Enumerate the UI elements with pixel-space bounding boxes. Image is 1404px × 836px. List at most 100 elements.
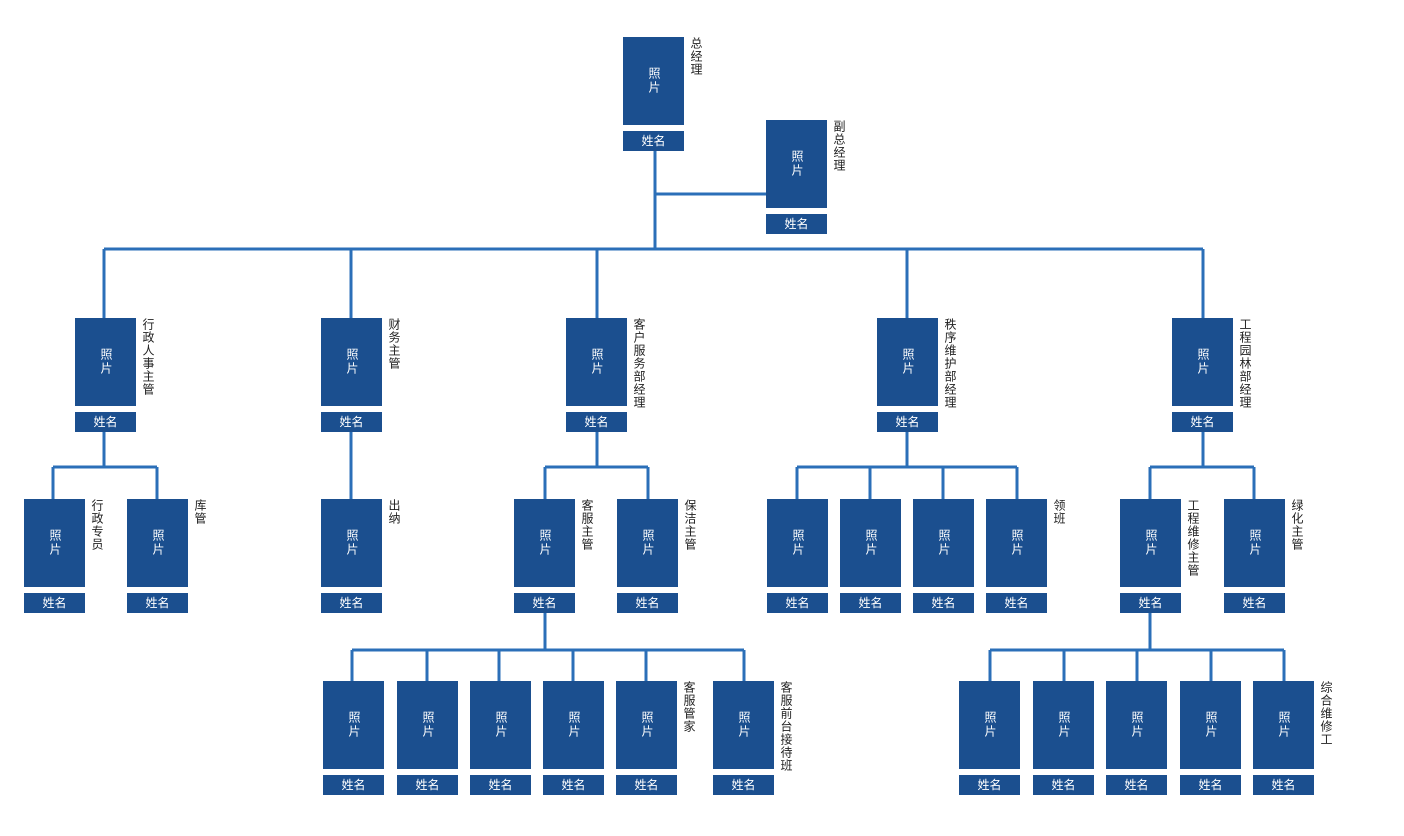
photo-label: 照片 xyxy=(151,529,165,557)
role-label: 财务主管 xyxy=(387,318,401,370)
name-label: 姓名 xyxy=(75,412,136,432)
org-node-team-leader: 照片姓名 领班 xyxy=(986,499,1066,615)
name-label: 姓名 xyxy=(766,214,827,234)
org-node-customer-service-supervisor: 照片姓名客服主管 xyxy=(514,499,594,615)
org-node-housekeeper-1: 照片姓名 xyxy=(323,681,384,797)
org-node-warehouse-keeper: 照片姓名库管 xyxy=(127,499,207,615)
org-node-engineering-maintenance-supervisor: 照片姓名 工程维修主管 xyxy=(1120,499,1200,615)
org-node-cs-front-desk: 照片姓名客服前台接待班 xyxy=(713,681,793,797)
photo-label: 照片 xyxy=(864,529,878,557)
org-node-repair-3: 照片姓名 xyxy=(1106,681,1167,797)
role-label: 保洁主管 xyxy=(683,499,697,551)
photo-placeholder: 照片 xyxy=(1224,499,1285,587)
name-label: 姓名 xyxy=(1106,775,1167,795)
photo-label: 照片 xyxy=(1277,711,1291,739)
org-node-housekeeper-2: 照片姓名 xyxy=(397,681,458,797)
photo-label: 照片 xyxy=(1057,711,1071,739)
name-label: 姓名 xyxy=(1224,593,1285,613)
photo-label: 照片 xyxy=(737,711,751,739)
photo-label: 照片 xyxy=(99,348,113,376)
name-label: 姓名 xyxy=(986,593,1047,613)
name-label: 姓名 xyxy=(840,593,901,613)
photo-placeholder: 照片 xyxy=(713,681,774,769)
photo-placeholder: 照片 xyxy=(321,318,382,406)
photo-placeholder: 照片 xyxy=(986,499,1047,587)
org-node-engineering-landscape-manager: 照片姓名工程园林部经理 xyxy=(1172,318,1252,434)
photo-label: 照片 xyxy=(641,529,655,557)
photo-label: 照片 xyxy=(1130,711,1144,739)
role-label: 工程维修主管 xyxy=(1186,499,1200,577)
name-label: 姓名 xyxy=(713,775,774,795)
name-label: 姓名 xyxy=(514,593,575,613)
photo-label: 照片 xyxy=(347,711,361,739)
photo-placeholder: 照片 xyxy=(397,681,458,769)
org-node-cleaning-supervisor: 照片姓名 保洁主管 xyxy=(617,499,697,615)
role-label: 副总经理 xyxy=(832,120,846,172)
photo-label: 照片 xyxy=(647,67,661,95)
org-node-repair-5: 照片姓名综合维修工 xyxy=(1253,681,1333,797)
photo-placeholder: 照片 xyxy=(543,681,604,769)
org-node-security-3: 照片姓名 xyxy=(913,499,974,615)
photo-label: 照片 xyxy=(567,711,581,739)
name-label: 姓名 xyxy=(127,593,188,613)
photo-placeholder: 照片 xyxy=(913,499,974,587)
photo-label: 照片 xyxy=(1010,529,1024,557)
photo-label: 照片 xyxy=(640,711,654,739)
role-label: 综合维修工 xyxy=(1319,681,1333,746)
photo-placeholder: 照片 xyxy=(514,499,575,587)
photo-label: 照片 xyxy=(1196,348,1210,376)
name-label: 姓名 xyxy=(470,775,531,795)
photo-label: 照片 xyxy=(790,150,804,178)
name-label: 姓名 xyxy=(1120,593,1181,613)
org-node-gm: 照片姓名总经理 xyxy=(623,37,703,153)
name-label: 姓名 xyxy=(543,775,604,795)
org-node-housekeeper-3: 照片姓名 xyxy=(470,681,531,797)
name-label: 姓名 xyxy=(321,412,382,432)
photo-placeholder: 照片 xyxy=(617,499,678,587)
photo-placeholder: 照片 xyxy=(840,499,901,587)
name-label: 姓名 xyxy=(616,775,677,795)
role-label: 总经理 xyxy=(689,37,703,76)
photo-placeholder: 照片 xyxy=(1172,318,1233,406)
photo-label: 照片 xyxy=(345,348,359,376)
photo-placeholder: 照片 xyxy=(127,499,188,587)
photo-placeholder: 照片 xyxy=(323,681,384,769)
photo-label: 照片 xyxy=(791,529,805,557)
name-label: 姓名 xyxy=(1180,775,1241,795)
name-label: 姓名 xyxy=(877,412,938,432)
photo-label: 照片 xyxy=(421,711,435,739)
name-label: 姓名 xyxy=(566,412,627,432)
name-label: 姓名 xyxy=(397,775,458,795)
photo-placeholder: 照片 xyxy=(1120,499,1181,587)
name-label: 姓名 xyxy=(1172,412,1233,432)
org-node-security-1: 照片姓名 xyxy=(767,499,828,615)
role-label: 客户服务部经理 xyxy=(632,318,646,409)
photo-label: 照片 xyxy=(1204,711,1218,739)
org-node-deputy-gm: 照片姓名 副总经理 xyxy=(766,120,846,236)
photo-placeholder: 照片 xyxy=(75,318,136,406)
org-node-repair-1: 照片姓名 xyxy=(959,681,1020,797)
org-node-cashier: 照片姓名出纳 xyxy=(321,499,401,615)
role-label: 秩序维护部经理 xyxy=(943,318,957,409)
photo-placeholder: 照片 xyxy=(24,499,85,587)
photo-label: 照片 xyxy=(983,711,997,739)
org-node-housekeeper-5: 照片姓名客服管家 xyxy=(616,681,696,797)
name-label: 姓名 xyxy=(617,593,678,613)
org-node-admin-specialist: 照片姓名行政专员 xyxy=(24,499,104,615)
name-label: 姓名 xyxy=(1033,775,1094,795)
org-node-repair-2: 照片姓名 xyxy=(1033,681,1094,797)
photo-placeholder: 照片 xyxy=(877,318,938,406)
photo-label: 照片 xyxy=(494,711,508,739)
photo-placeholder: 照片 xyxy=(470,681,531,769)
photo-placeholder: 照片 xyxy=(1180,681,1241,769)
name-label: 姓名 xyxy=(959,775,1020,795)
photo-label: 照片 xyxy=(937,529,951,557)
role-label: 行政专员 xyxy=(90,499,104,551)
org-node-customer-service-manager: 照片姓名客户服务部经理 xyxy=(566,318,646,434)
photo-label: 照片 xyxy=(345,529,359,557)
photo-label: 照片 xyxy=(538,529,552,557)
photo-placeholder: 照片 xyxy=(623,37,684,125)
role-label: 领班 xyxy=(1052,499,1066,525)
